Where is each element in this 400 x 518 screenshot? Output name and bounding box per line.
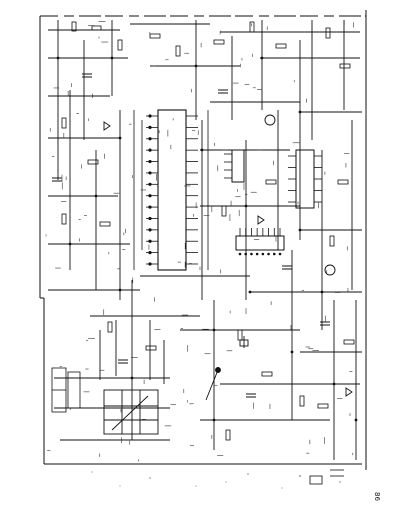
- lower-ic-pin-dot: [272, 252, 276, 256]
- right-ic-pins: [288, 155, 322, 203]
- vertical-rails: [57, 20, 357, 460]
- upper-mid-ic-pins: [224, 153, 232, 179]
- junction-dot: [68, 242, 72, 246]
- main-ic-pin-dot: [148, 262, 152, 266]
- main-ic-pin-dot: [148, 159, 152, 164]
- lower-ic-package: [235, 228, 285, 256]
- main-ic-pins: [146, 114, 198, 266]
- junction-dot: [248, 290, 252, 294]
- upper-mid-ic-package: [224, 149, 245, 183]
- scan-specks: [91, 471, 341, 489]
- junction-dot: [110, 56, 114, 60]
- lower-ic-pin-dot: [238, 252, 242, 256]
- main-ic-pin-dot: [148, 182, 152, 186]
- illegible-labels: [45, 20, 354, 462]
- junction-dot: [94, 194, 98, 198]
- junction-dot: [118, 136, 122, 140]
- junction-dot: [212, 328, 216, 332]
- main-ic-pin-dot: [148, 137, 152, 141]
- main-ic-pin-dot: [148, 251, 152, 255]
- component-scatter: [61, 21, 355, 441]
- junction-dots: [56, 56, 358, 422]
- junction-dot: [130, 376, 134, 380]
- lower-ic-pin-dot: [278, 252, 282, 256]
- junction-dot: [332, 382, 336, 386]
- main-ic-pin-dot: [148, 194, 152, 198]
- main-ic-pin-dot: [148, 205, 152, 209]
- lower-ic-pin-dot: [250, 252, 253, 256]
- junction-dot: [200, 148, 204, 152]
- junction-dot: [194, 64, 198, 68]
- junction-dot: [298, 228, 302, 232]
- lower-ic-pins: [238, 228, 282, 256]
- lower-ic-pin-dot: [261, 252, 265, 256]
- lower-ic-pin-dot: [267, 252, 270, 256]
- lower-ic-pin-dot: [255, 252, 259, 256]
- lower-ic-pin-dot: [244, 252, 248, 256]
- semiconductor-symbols: [103, 114, 353, 401]
- main-ic-package: [133, 109, 209, 271]
- border-frame: [39, 10, 367, 470]
- connector-labels: [51, 367, 81, 413]
- page-number: 86: [373, 492, 381, 501]
- junction-dot: [212, 418, 216, 422]
- main-ic-pin-dot: [148, 228, 152, 232]
- main-ic-pin-dot: [148, 114, 152, 118]
- junction-dot: [298, 110, 302, 114]
- main-ic-pin-dot: [148, 239, 152, 243]
- connector-grid: [99, 320, 165, 435]
- main-ic-pin-dot: [148, 216, 152, 221]
- junction-dot: [118, 288, 122, 292]
- main-ic-pin-dot: [148, 148, 152, 152]
- junction-dot: [290, 350, 294, 354]
- junction-dot: [244, 204, 248, 208]
- main-ic-pin-dot: [148, 125, 152, 129]
- capacitor-symbols: [52, 73, 330, 398]
- junction-dot: [56, 56, 60, 60]
- main-ic-pin-dot: [148, 171, 152, 175]
- corner-mark: [309, 469, 344, 485]
- right-ic-package: [288, 149, 322, 209]
- junction-dot: [260, 56, 264, 60]
- junction-dot: [320, 290, 324, 294]
- junction-dot: [354, 418, 358, 422]
